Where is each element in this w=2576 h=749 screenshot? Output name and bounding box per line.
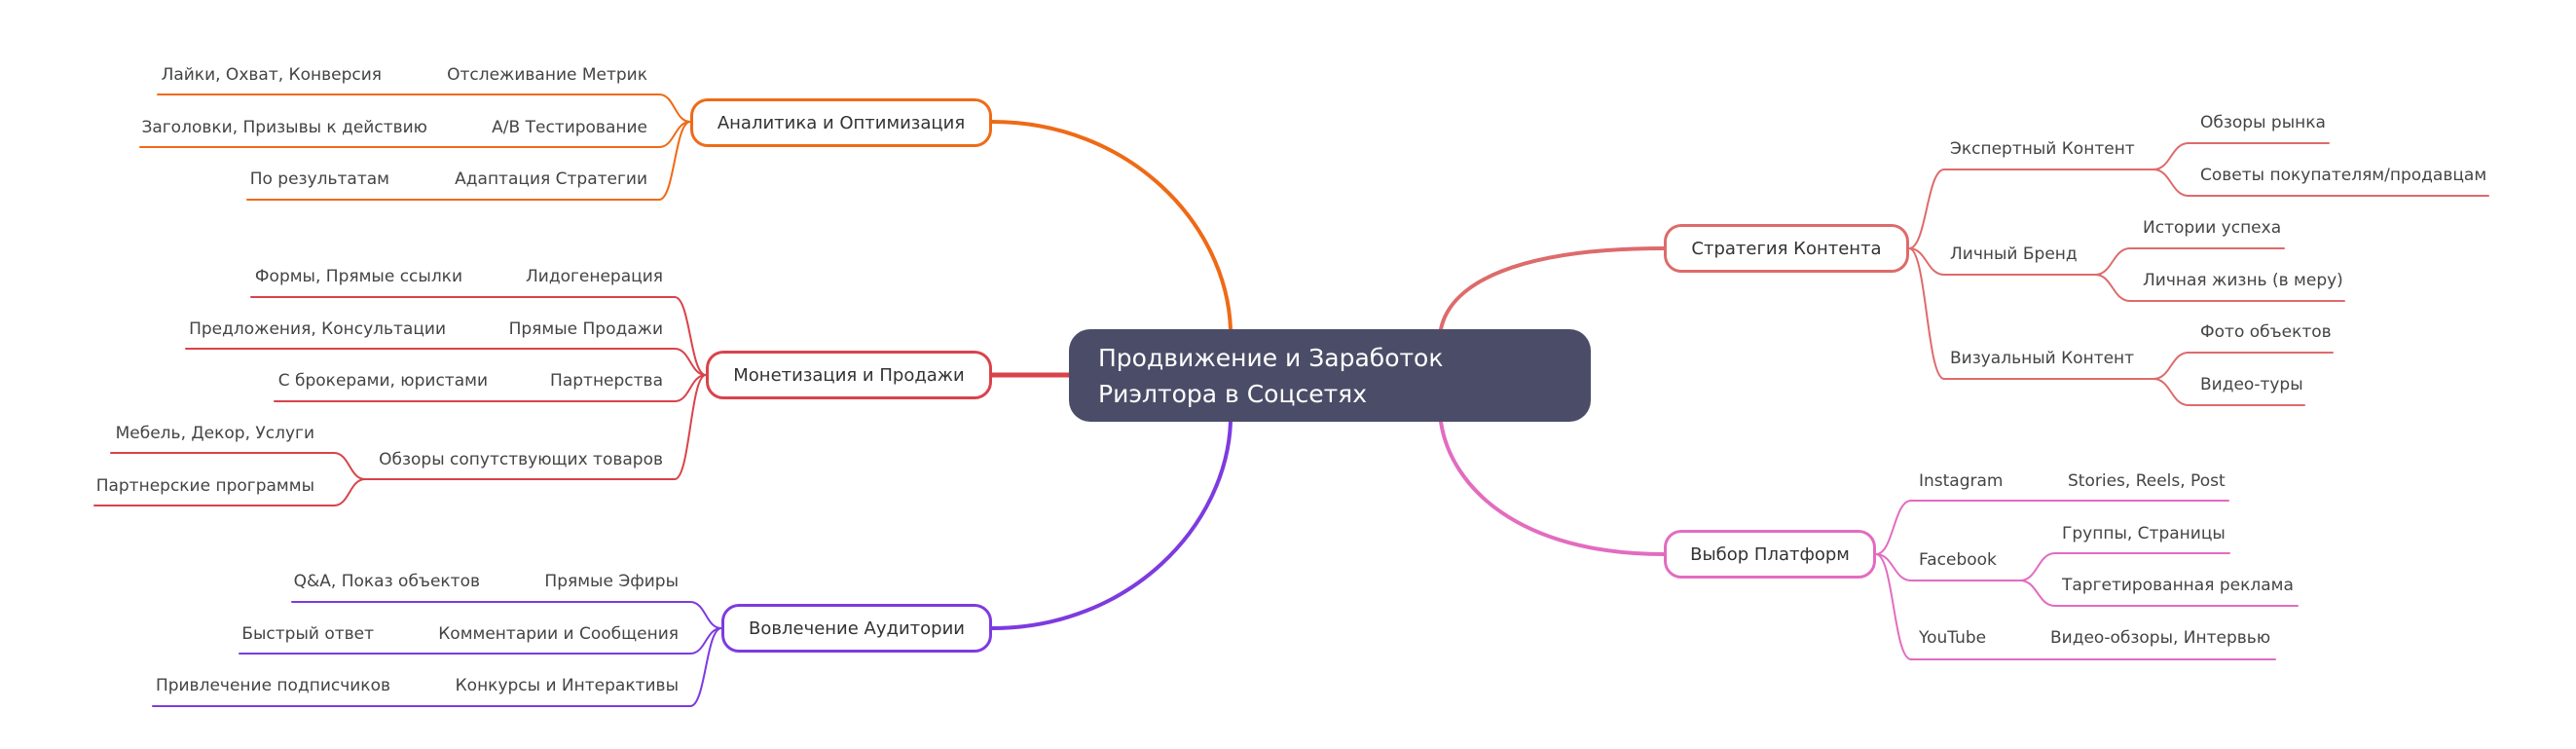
topic-visual-content: Визуальный Контент [1950,349,2135,368]
platforms-facebook-leaf-link-1 [2019,580,2056,607]
content-brand-leaf-link-1 [2094,274,2131,302]
topic-personal-brand: Личный Бренд [1950,244,2078,264]
topic-strategy-adaptation: Адаптация Стратегии [455,169,647,189]
leaf-comments-messages: Быстрый ответ [241,624,374,644]
content-expert-link [1908,169,1945,249]
monetization-link-0 [674,296,707,376]
engagement-link-2 [689,627,722,707]
topic-youtube: YouTube [1919,628,1987,648]
leaf-success-stories: Истории успеха [2143,218,2282,238]
platforms-instagram-link [1875,500,1912,555]
leaf-contests: Привлечение подписчиков [155,676,390,695]
leaf-youtube: Видео-обзоры, Интервью [2050,628,2271,648]
leaf-ab-testing: Заголовки, Призывы к действию [141,118,427,137]
content-expert-leaf-link-1 [2153,169,2190,197]
content-visual-link [1908,247,1945,380]
monetization-subleaf-link-1 [333,478,366,506]
monetization-link-1 [674,348,707,376]
engagement-link-0 [689,601,722,629]
connector-root-platforms [1439,420,1666,556]
content-brand-leaf-link-0 [2094,247,2131,276]
monetization-subleaf-link-0 [333,452,366,480]
root-title-line2: Риэлтора в Соцсетях [1098,379,1367,408]
topic-facebook: Facebook [1919,550,1997,570]
leaf-fb-groups-pages: Группы, Страницы [2062,524,2226,543]
topic-direct-sales: Прямые Продажи [508,319,663,339]
leaf-instagram: Stories, Reels, Post [2068,471,2226,491]
topic-ab-testing: A/B Тестирование [492,118,647,137]
leaf-fb-targeted-ads: Таргетированная реклама [2062,576,2294,595]
leaf-affiliate-programs: Партнерские программы [95,476,314,496]
leaf-strategy-adaptation: По результатам [249,169,389,189]
content-visual-leaf-link-1 [2153,378,2190,406]
leaf-partnerships: С брокерами, юристами [277,371,488,391]
connector-root-engagement [990,420,1233,630]
leaf-metrics: Лайки, Охват, Конверсия [161,65,382,85]
leaf-personal-life: Личная жизнь (в меру) [2143,271,2343,290]
analytics-link-2 [658,121,691,201]
topic-live-streams: Прямые Эфиры [544,572,679,591]
root-title-line1: Продвижение и Заработок [1098,343,1444,372]
branch-analytics[interactable]: Аналитика и Оптимизация [690,98,992,147]
topic-instagram: Instagram [1919,471,2004,491]
content-visual-leaf-link-0 [2153,352,2190,380]
leaf-video-tours: Видео-туры [2200,375,2303,394]
content-expert-leaf-link-0 [2153,142,2190,170]
topic-contests: Конкурсы и Интерактивы [455,676,679,695]
leaf-property-photos: Фото объектов [2200,322,2332,342]
leaf-buyer-seller-tips: Советы покупателям/продавцам [2200,166,2487,185]
platforms-youtube-link [1875,553,1912,660]
monetization-link-3 [674,374,707,480]
leaf-lead-generation: Формы, Прямые ссылки [254,267,462,286]
leaf-market-reviews: Обзоры рынка [2200,113,2326,132]
topic-related-products: Обзоры сопутствующих товаров [379,450,663,469]
topic-lead-generation: Лидогенерация [525,267,663,286]
topic-partnerships: Партнерства [550,371,663,391]
leaf-furniture-decor: Мебель, Декор, Услуги [115,424,314,443]
branch-monetization[interactable]: Монетизация и Продажи [706,351,992,399]
topic-expert-content: Экспертный Контент [1950,139,2135,159]
branch-content-strategy[interactable]: Стратегия Контента [1664,224,1909,273]
platforms-facebook-leaf-link-0 [2019,552,2056,581]
branch-platforms[interactable]: Выбор Платформ [1664,530,1876,579]
connector-root-analytics [990,120,1233,331]
topic-metrics: Отслеживание Метрик [447,65,647,85]
leaf-live-streams: Q&A, Показ объектов [293,572,480,591]
content-brand-link [1908,247,1945,276]
leaf-direct-sales: Предложения, Консультации [189,319,446,339]
branch-engagement[interactable]: Вовлечение Аудитории [721,604,992,653]
topic-comments-messages: Комментарии и Сообщения [438,624,679,644]
analytics-link-0 [658,94,691,123]
connector-root-content [1439,246,1666,331]
root-node[interactable]: Продвижение и Заработок Риэлтора в Соцсе… [1069,329,1591,422]
